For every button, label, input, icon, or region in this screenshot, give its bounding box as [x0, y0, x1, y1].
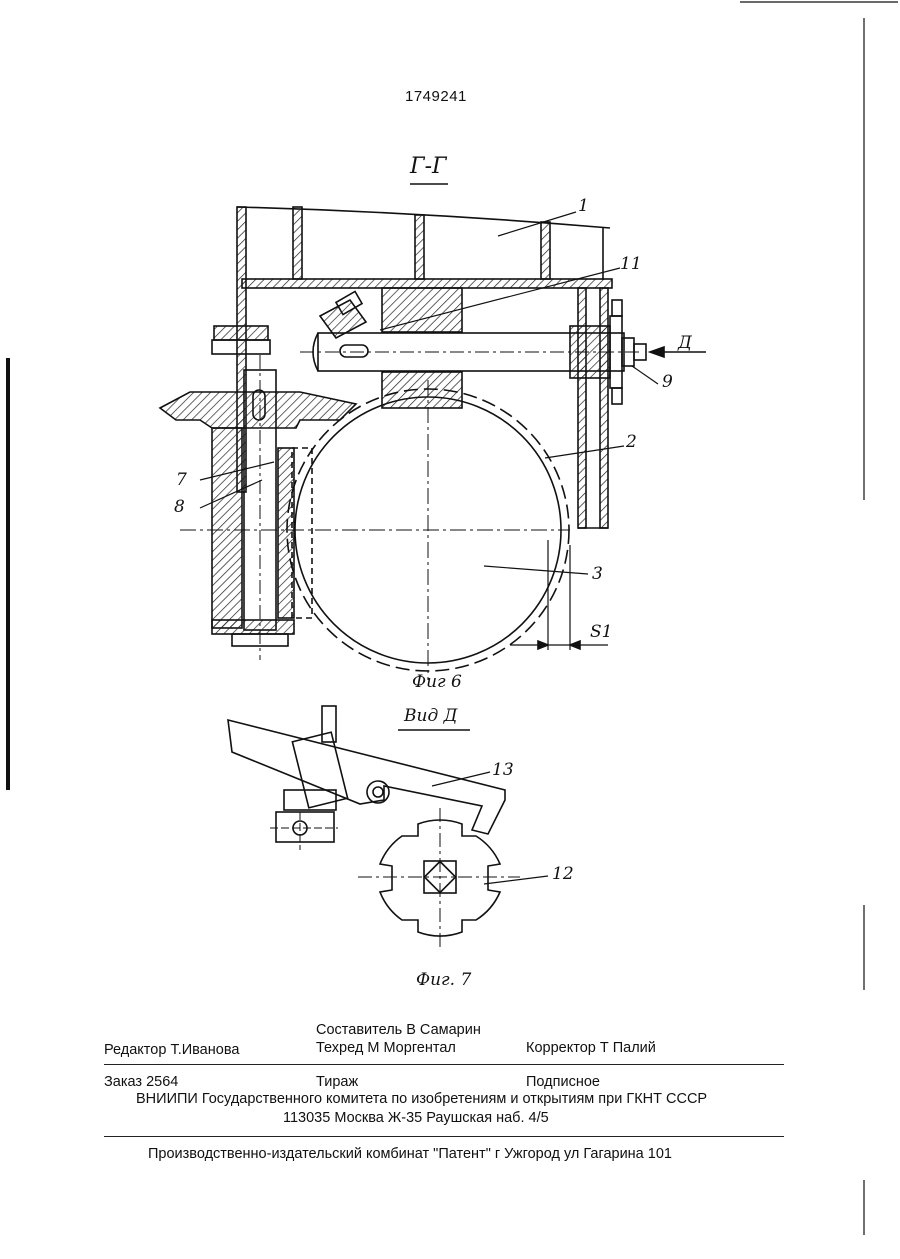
imprint-compiler: Составитель В Самарин	[316, 1022, 481, 1038]
callout-S1: S1	[590, 622, 612, 642]
callout-12: 12	[552, 864, 574, 884]
imprint-corrector: Корректор Т Палий	[526, 1040, 656, 1056]
imprint-editor: Редактор Т.Иванова	[104, 1042, 239, 1058]
imprint-address: 113035 Москва Ж-35 Раушская наб. 4/5	[283, 1110, 549, 1126]
imprint-order: Заказ 2564	[104, 1074, 178, 1090]
callout-1: 1	[578, 196, 589, 216]
callout-8: 8	[174, 497, 185, 517]
callout-11: 11	[620, 254, 642, 274]
imprint-divider-bottom	[104, 1136, 784, 1137]
imprint-divider-top	[104, 1064, 784, 1065]
callout-D: Д	[678, 333, 692, 353]
imprint-subscription: Подписное	[526, 1074, 600, 1090]
callout-7: 7	[176, 470, 187, 490]
imprint-techred: Техред М Моргентал	[316, 1040, 456, 1056]
callout-13: 13	[492, 760, 514, 780]
imprint-printer: Производственно-издательский комбинат "П…	[148, 1146, 672, 1162]
figure-7-drawing	[228, 706, 548, 948]
section-title-fig6: Г-Г	[410, 154, 447, 179]
callout-2: 2	[626, 432, 637, 452]
view-title-fig7: Вид Д	[404, 706, 457, 726]
callout-9: 9	[662, 372, 673, 392]
callout-3: 3	[592, 564, 603, 584]
caption-fig7: Фиг. 7	[416, 970, 471, 990]
caption-fig6: Фиг 6	[412, 672, 462, 692]
imprint-organization: ВНИИПИ Государственного комитета по изоб…	[136, 1091, 707, 1107]
imprint-circulation: Тираж	[316, 1074, 358, 1090]
